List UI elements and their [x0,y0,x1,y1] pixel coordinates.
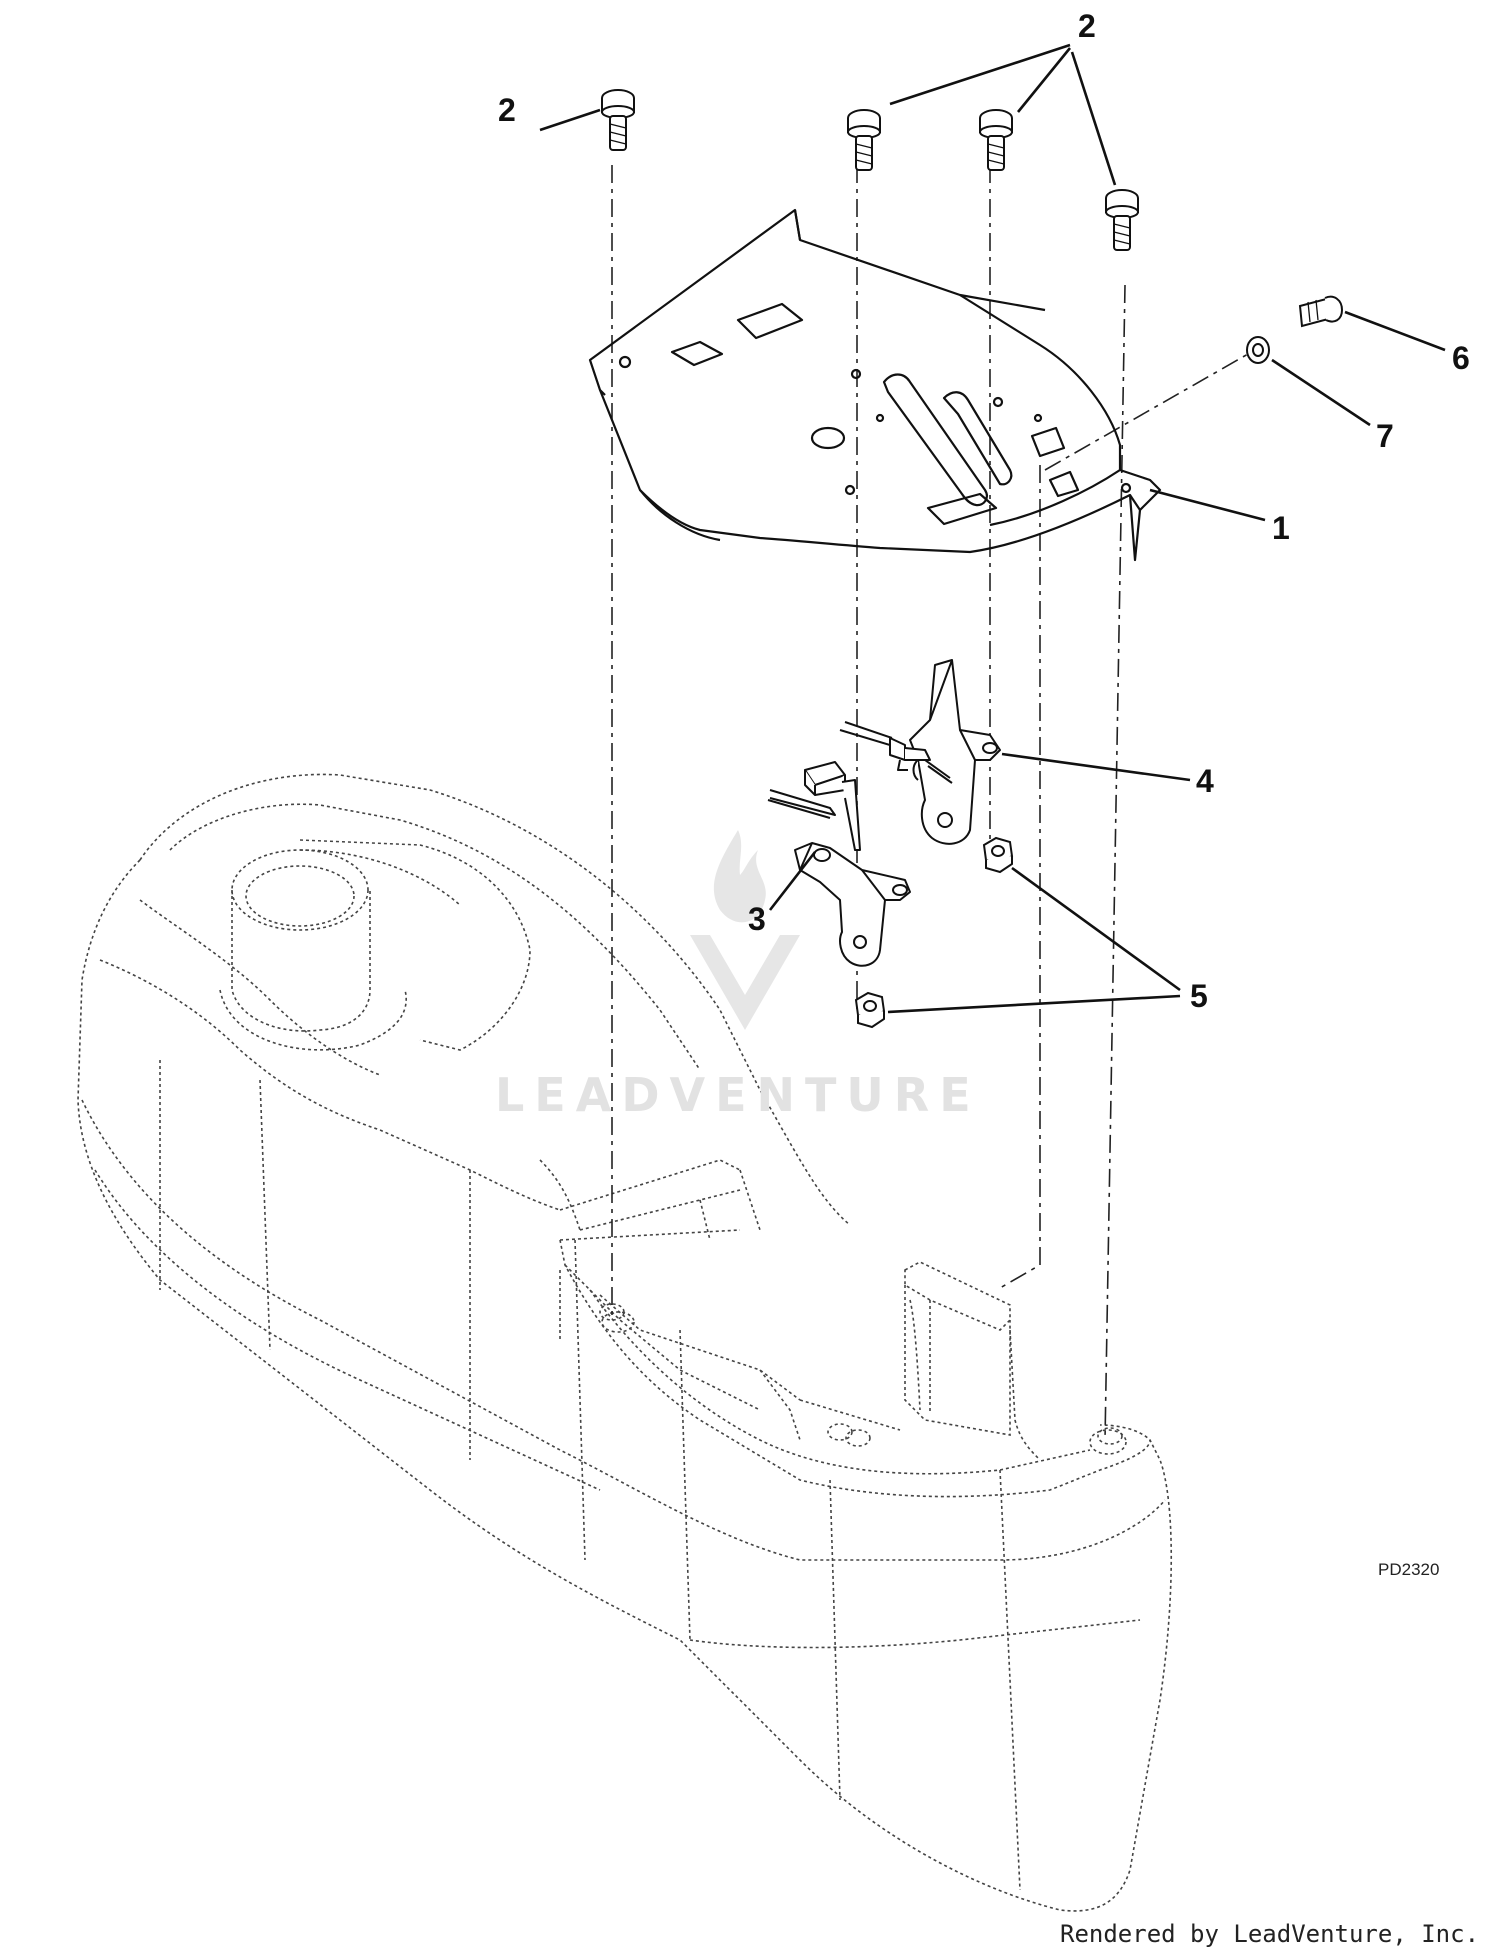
callout-7: 7 [1376,418,1394,454]
screw [1298,295,1344,328]
bolt-4 [1105,189,1139,251]
bolt-2 [847,109,881,171]
callout-4: 4 [1196,763,1214,799]
watermark-text: LEADVENTURE [495,1068,981,1122]
callout-5: 5 [1190,978,1208,1014]
nuts [854,836,1014,1029]
render-credit: Rendered by LeadVenture, Inc. [1060,1920,1480,1948]
leader-lines [539,43,1446,1014]
callout-6: 6 [1452,340,1470,376]
callout-2-top: 2 [1078,8,1096,44]
bolts [601,89,1139,251]
nut-1 [982,836,1014,874]
mounting-plate [588,208,1162,562]
nut-2 [854,991,886,1029]
console-housing [77,773,1173,1912]
bolt-1 [601,89,635,151]
washer [1246,336,1270,364]
callout-3: 3 [748,901,766,937]
watermark-logo [690,830,800,1030]
callout-2-left: 2 [498,92,516,128]
figure-code: PD2320 [1378,1560,1440,1579]
bolt-3 [979,109,1013,171]
callout-1: 1 [1272,510,1290,546]
bracket-right [839,659,1001,845]
